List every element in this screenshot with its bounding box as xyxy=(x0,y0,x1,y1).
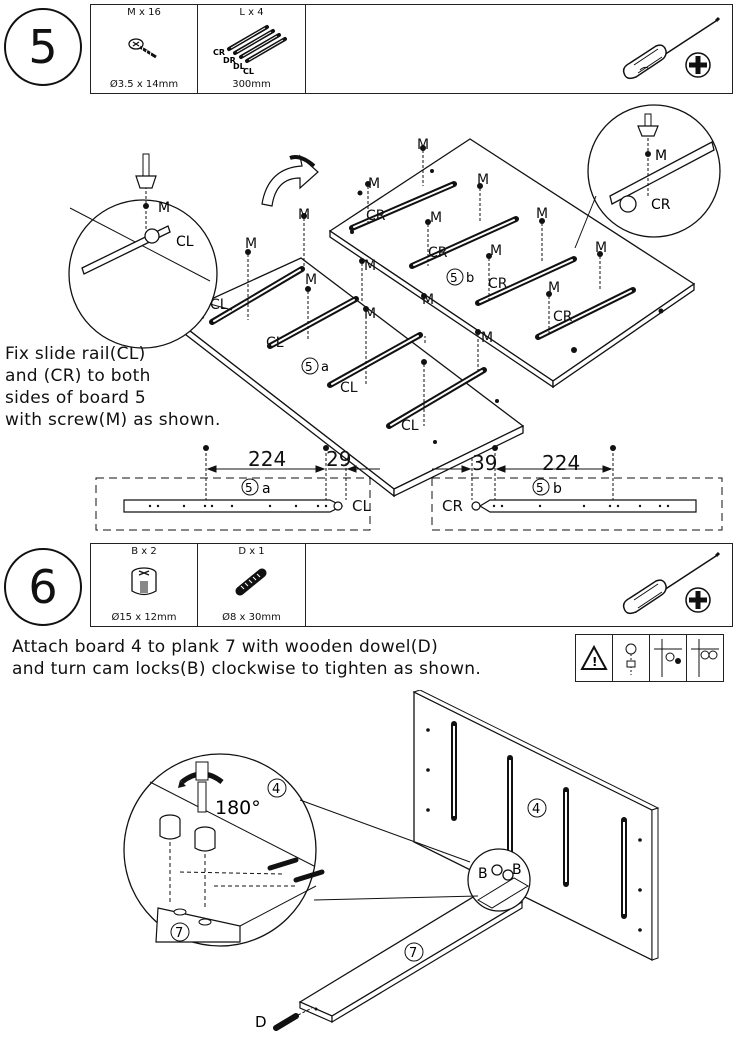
step-6-number: 6 xyxy=(4,548,82,626)
screw-icon xyxy=(128,38,157,59)
screw-label: M xyxy=(422,292,434,308)
parts-cell-screw: M x 16 Ø3.5 x 14mm xyxy=(91,5,198,93)
screw-label: M xyxy=(158,200,170,216)
svg-text:b: b xyxy=(553,481,562,497)
step-5-instruction: Fix slide rail(CL) and (CR) to both side… xyxy=(5,344,221,430)
rail-label-dl: DL xyxy=(233,62,245,71)
joint-detail-circle xyxy=(467,848,531,912)
screw-label: M xyxy=(245,236,257,252)
screw-label: M xyxy=(368,176,380,192)
detail-circle-cam-lock: 7 4 180° xyxy=(123,753,325,947)
plank-7-label: 7 xyxy=(175,926,183,941)
screw-label: M xyxy=(548,280,560,296)
rail-dimension-diagram: 5 a 5 b xyxy=(95,445,723,531)
svg-text:a: a xyxy=(262,481,271,497)
dim-right-edge: 39 xyxy=(472,451,498,475)
rail-cr-label: CR xyxy=(553,309,573,325)
rail-cr-label: CR xyxy=(488,276,508,292)
rail-cr-label: CR xyxy=(651,197,671,213)
dowel-icon xyxy=(235,568,266,596)
svg-text:5: 5 xyxy=(245,481,253,495)
warning-strip: ! xyxy=(575,634,724,682)
screw-label: M xyxy=(655,148,667,164)
rail-cr-label: CR xyxy=(428,245,448,261)
board-4-label: 4 xyxy=(272,782,280,797)
screwdriver-icon xyxy=(622,16,721,80)
step-5-parts-box: M x 16 Ø3.5 x 14mm L x 4 CR DR xyxy=(90,4,733,94)
rail-label-cl: CL xyxy=(243,67,254,75)
slide-rail-icon: CR DR DL CL xyxy=(213,25,287,75)
rail-cl-end-label: CL xyxy=(352,497,371,515)
step-6-assembly-drawing: 4 7 D B B xyxy=(123,690,660,1031)
parts-cell-slide-rail: L x 4 CR DR DL CL 300mm xyxy=(198,5,306,93)
cam-label: B xyxy=(478,866,488,882)
step-6-parts-box: B x 2 Ø15 x 12mm D x 1 Ø8 x 30mm xyxy=(90,543,733,627)
svg-text:5: 5 xyxy=(536,481,544,495)
rotate-arrow-icon xyxy=(261,154,319,207)
warning-dowel-detail-icon xyxy=(650,635,687,681)
screw-label: M xyxy=(536,206,548,222)
svg-text:!: ! xyxy=(592,655,597,669)
dowel-label: D xyxy=(255,1013,267,1031)
screw-label: M xyxy=(430,210,442,226)
step-5-assembly-drawing: M M M M M M M M M M M M M M M CL CL CL C… xyxy=(68,104,721,498)
rail-label-cr: CR xyxy=(213,48,225,57)
parts-cell-dowel: D x 1 Ø8 x 30mm xyxy=(198,544,306,626)
board-5a-letter: a xyxy=(321,360,329,375)
board-5b-num: 5 xyxy=(450,271,458,285)
dim-left-gap: 224 xyxy=(248,447,287,471)
rail-label-dr: DR xyxy=(223,56,236,65)
warning-cam-detail-icon xyxy=(613,635,650,681)
tool-cell xyxy=(306,5,732,93)
rail-cl-label: CL xyxy=(401,418,419,434)
plank-7-label: 7 xyxy=(409,946,417,961)
step-5-number: 5 xyxy=(4,8,82,86)
screw-label: M xyxy=(364,306,376,322)
board-5a-num: 5 xyxy=(305,360,313,374)
warning-icon: ! xyxy=(576,635,613,681)
dim-left-edge: 29 xyxy=(326,447,352,471)
screw-label: M xyxy=(595,240,607,256)
parts-cell-cam-lock: B x 2 Ø15 x 12mm xyxy=(91,544,198,626)
screwdriver-icon xyxy=(622,551,721,615)
detail-circle-left: M CL xyxy=(68,153,218,349)
board-5b-letter: b xyxy=(466,271,474,286)
cam-label: B xyxy=(512,862,522,878)
screw-label: M xyxy=(490,243,502,259)
dim-right-gap: 224 xyxy=(542,451,581,475)
screw-label: M xyxy=(364,258,376,274)
board-4-label: 4 xyxy=(532,802,540,817)
tool-cell xyxy=(306,544,732,626)
screw-label: M xyxy=(477,172,489,188)
screw-label: M xyxy=(481,330,493,346)
cam-lock-icon xyxy=(131,567,157,595)
rail-cl-label: CL xyxy=(266,335,284,351)
dowel-d xyxy=(273,1007,313,1031)
detail-circle-right: M CR xyxy=(587,104,721,238)
rotation-angle: 180° xyxy=(215,797,261,819)
step-6-instruction: Attach board 4 to plank 7 with wooden do… xyxy=(12,637,482,679)
screw-label: M xyxy=(305,272,317,288)
screw-label: M xyxy=(417,137,429,153)
screw-label: M xyxy=(298,207,310,223)
warning-lock-detail-icon xyxy=(687,635,723,681)
rail-cl-label: CL xyxy=(176,234,194,250)
rail-cl-label: CL xyxy=(210,297,228,313)
rail-cr-end-label: CR xyxy=(442,497,463,515)
rail-cl-label: CL xyxy=(340,380,358,396)
rail-cr-label: CR xyxy=(366,208,386,224)
